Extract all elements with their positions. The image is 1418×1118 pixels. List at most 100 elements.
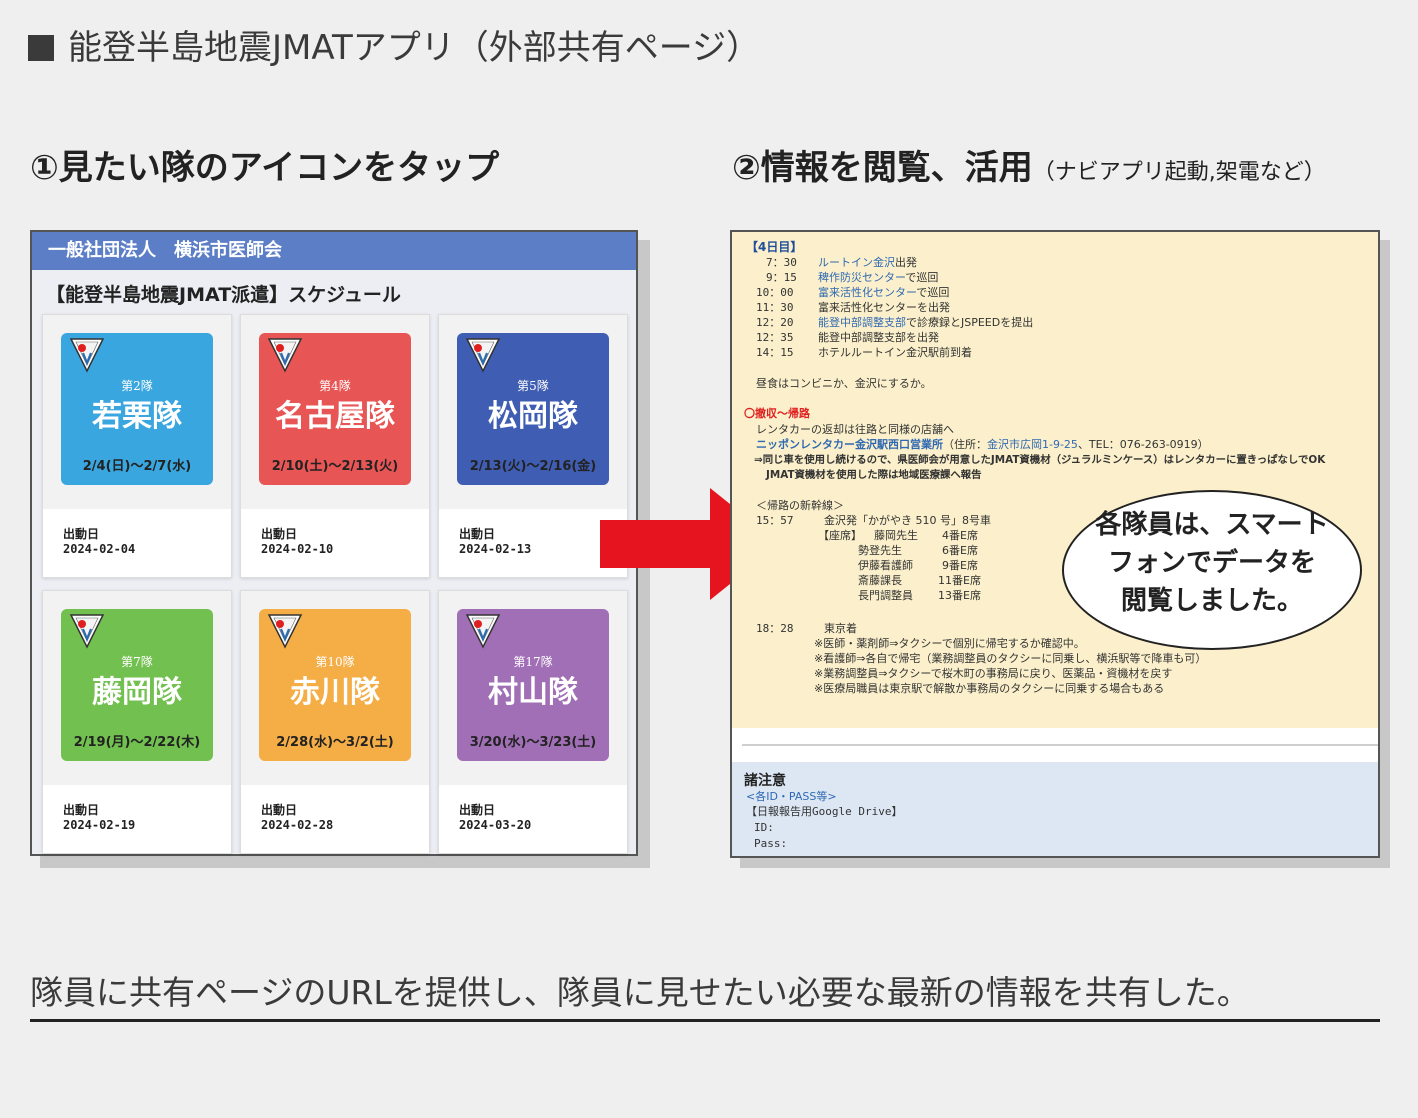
address-link[interactable]: 金沢市広岡1-9-25 <box>987 438 1078 451</box>
org-header: 一般社団法人 横浜市医師会 <box>32 232 636 270</box>
team-tile-area: 第4隊名古屋隊 2/10(土)～2/13(火) <box>241 315 429 509</box>
team-number: 第7隊 <box>121 655 153 669</box>
schedule-row: 富来活性化センターを出発 <box>818 301 950 314</box>
schedule-title: 【能登半島地震JMAT派遣】スケジュール <box>46 284 401 306</box>
schedule-row: 能登中部調整支部を出発 <box>818 331 939 344</box>
page-title: 能登半島地震JMATアプリ（外部共有ページ） <box>28 20 760 69</box>
day-heading: 【4日目】 <box>746 240 803 254</box>
id-label: ID: <box>754 821 774 834</box>
seat-label: 【座席】 <box>818 529 862 542</box>
team-tile-area: 第5隊松岡隊 2/13(火)～2/16(金) <box>439 315 627 509</box>
after-note: ※業務調整員⇒タクシーで桜木町の事務局に戻り、医薬品・資機材を戻す <box>814 667 1173 680</box>
place-link[interactable]: 稗作防災センター <box>818 271 906 284</box>
team-name: 若栗隊 <box>92 399 182 434</box>
drive-label: 【日報報告用Google Drive】 <box>746 805 903 818</box>
step1-title: ①見たい隊のアイコンをタップ <box>30 148 500 188</box>
seat-person: 長門調整員 <box>858 589 913 602</box>
rental-shop-row: ニッポンレンタカー金沢駅西口営業所（住所：金沢市広岡1-9-25、TEL：076… <box>756 438 1209 451</box>
time: 7：30 <box>766 256 797 269</box>
time: 14：15 <box>756 346 794 359</box>
team-icon-tile[interactable]: 第4隊名古屋隊 2/10(土)～2/13(火) <box>259 333 411 485</box>
footer-underline <box>30 1019 1380 1022</box>
jmat-badge-icon <box>267 613 303 649</box>
seat-person: 斎藤課長 <box>858 574 902 587</box>
team-period: 2/10(土)～2/13(火) <box>271 459 399 474</box>
team-number: 第5隊 <box>517 379 549 393</box>
dispatch-label: 出動日 <box>459 803 496 817</box>
ids-link[interactable]: <各ID・PASS等> <box>746 790 837 803</box>
dispatch-label: 出動日 <box>63 803 100 817</box>
arrival: 東京着 <box>824 622 857 635</box>
seat-number: 6番E席 <box>942 544 978 557</box>
place-link[interactable]: 富来活性化センター <box>818 286 917 299</box>
team-period: 2/13(火)～2/16(金) <box>469 459 597 474</box>
team-name: 藤岡隊 <box>92 675 182 710</box>
after-note: ※看護師⇒各自で帰宅（業務調整員のタクシーに同乗し、横浜駅等で降車も可） <box>814 652 1207 665</box>
seat-number: 9番E席 <box>942 559 978 572</box>
seat-number: 13番E席 <box>938 589 981 602</box>
equipment-note: ⇒同じ車を使用し続けるので、県医師会が用意したJMAT資機材（ジュラルミンケース… <box>754 454 1326 466</box>
time: 12：20 <box>756 316 794 329</box>
after-note: ※医師・薬剤師⇒タクシーで個別に帰宅するか確認中。 <box>814 637 1085 650</box>
rental-note: レンタカーの返却は往路と同様の店舗へ <box>756 423 954 436</box>
team-icon-tile[interactable]: 第5隊松岡隊 2/13(火)～2/16(金) <box>457 333 609 485</box>
schedule-row: 富来活性化センターで巡回 <box>818 286 950 299</box>
lunch-note: 昼食はコンビニか、金沢にするか。 <box>756 377 932 390</box>
team-period: 3/20(水)～3/23(土) <box>469 735 597 750</box>
team-name: 名古屋隊 <box>275 399 395 434</box>
speech-bubble-text: 各隊員は、スマート フォンでデータを 閲覧しました。 <box>1095 510 1329 616</box>
pass-label: Pass: <box>754 837 788 850</box>
rental-shop-link[interactable]: ニッポンレンタカー金沢駅西口営業所 <box>756 438 943 451</box>
notes-section: 諸注意 <各ID・PASS等> 【日報報告用Google Drive】 ID: … <box>732 762 1378 856</box>
team-number: 第10隊 <box>315 655 355 669</box>
schedule-row: 能登中部調整支部で診療録とJSPEEDを提出 <box>818 316 1034 329</box>
time: 11：30 <box>756 301 794 314</box>
schedule-detail-screen: 【4日目】 7：30 ルートイン金沢出発 9：15 稗作防災センターで巡回 10… <box>730 230 1380 858</box>
team-number: 第4隊 <box>319 379 351 393</box>
dispatch-label: 出動日 <box>261 803 298 817</box>
notes-title: 諸注意 <box>744 773 786 789</box>
team-number: 第2隊 <box>121 379 153 393</box>
speech-bubble <box>1062 490 1362 650</box>
dispatch-date: 2024-02-28 <box>261 818 334 832</box>
place-link[interactable]: ルートイン金沢 <box>818 256 895 269</box>
time: 18：28 <box>756 622 794 635</box>
seat-person: 藤岡先生 <box>874 529 918 542</box>
section-divider <box>742 744 1378 746</box>
place-link[interactable]: 能登中部調整支部 <box>818 316 906 329</box>
time: 10：00 <box>756 286 794 299</box>
seat-number: 4番E席 <box>942 529 978 542</box>
seat-person: 伊藤看護師 <box>858 559 913 572</box>
dispatch-date: 2024-03-20 <box>459 818 532 832</box>
team-period: 2/28(水)～3/2(土) <box>276 735 394 750</box>
jmat-badge-icon <box>465 337 501 373</box>
time: 9：15 <box>766 271 797 284</box>
time: 15：57 <box>756 514 794 527</box>
time: 12：35 <box>756 331 794 344</box>
schedule-detail-section: 【4日目】 7：30 ルートイン金沢出発 9：15 稗作防災センターで巡回 10… <box>732 232 1378 728</box>
after-note: ※医療局職員は東京駅で解散か事務局のタクシーに同乗する場合もある <box>814 682 1165 695</box>
return-heading: ＜帰路の新幹線＞ <box>756 499 844 512</box>
team-name: 松岡隊 <box>488 399 578 434</box>
dispatch-label: 出動日 <box>459 527 496 541</box>
jmat-badge-icon <box>69 613 105 649</box>
withdraw-heading: 〇撤収～帰路 <box>744 407 810 420</box>
